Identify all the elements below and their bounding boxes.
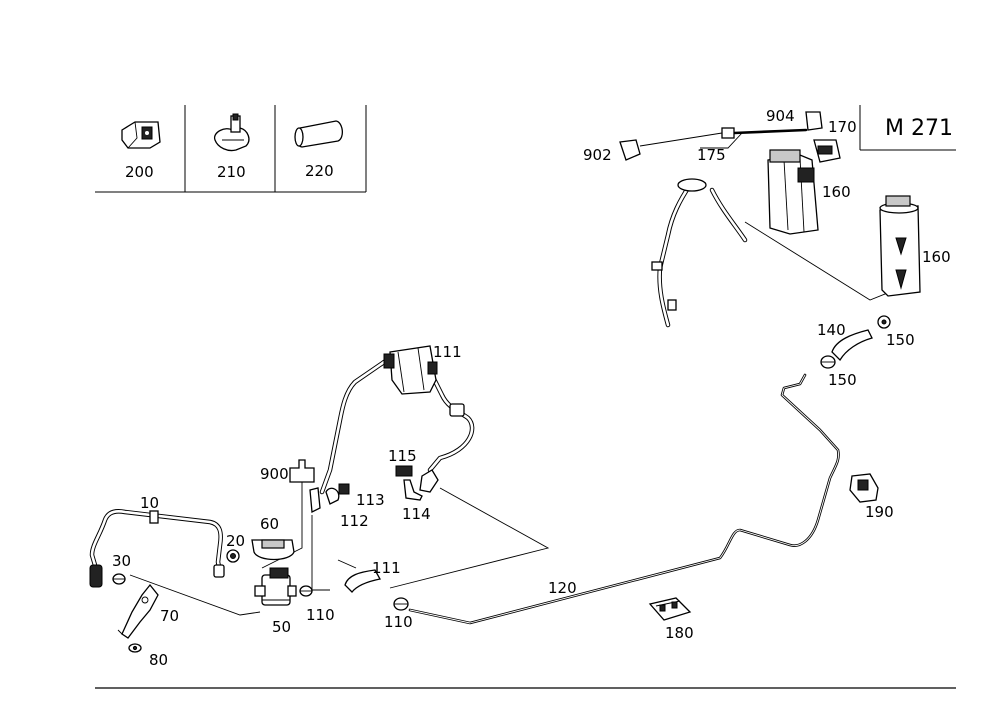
connector-900 xyxy=(289,459,315,483)
callout-904: 904 xyxy=(766,107,795,125)
hose-140 xyxy=(831,329,873,362)
callout-110-b: 110 xyxy=(384,613,413,631)
callout-110-a: 110 xyxy=(306,606,335,624)
part-30 xyxy=(112,573,126,585)
callout-50: 50 xyxy=(272,618,291,636)
callout-175: 175 xyxy=(697,146,726,164)
callout-902: 902 xyxy=(583,146,612,164)
callout-170: 170 xyxy=(828,118,857,136)
model-designation: M 271 xyxy=(885,116,953,141)
callout-120: 120 xyxy=(548,579,577,597)
bracket-70 xyxy=(117,583,159,639)
plug-902 xyxy=(619,139,641,161)
callout-114: 114 xyxy=(402,505,431,523)
label-210: 210 xyxy=(217,163,246,181)
callout-20: 20 xyxy=(226,532,245,550)
callout-180: 180 xyxy=(665,624,694,642)
legend-box: 200 210 220 xyxy=(95,105,367,193)
clamp-150-a xyxy=(877,315,891,329)
wiring-harness xyxy=(651,178,748,328)
part-20 xyxy=(226,549,240,563)
nut-80 xyxy=(128,643,142,653)
callout-140: 140 xyxy=(817,321,846,339)
carbon-canister-160 xyxy=(767,149,819,235)
clip-210-icon xyxy=(213,113,250,152)
wire-175 xyxy=(732,128,808,135)
model-box xyxy=(859,105,956,151)
callout-60: 60 xyxy=(260,515,279,533)
callout-111-b: 111 xyxy=(372,559,401,577)
callout-150-a: 150 xyxy=(886,331,915,349)
clamp-110 xyxy=(299,585,313,597)
fittings-112-115 xyxy=(309,465,439,514)
hose-111-lower xyxy=(344,569,382,593)
callout-900: 900 xyxy=(260,465,289,483)
callout-30: 30 xyxy=(112,552,131,570)
fuel-line-120 xyxy=(408,373,840,625)
canister-111 xyxy=(319,345,475,495)
label-220: 220 xyxy=(305,162,334,180)
callout-10: 10 xyxy=(140,494,159,512)
clip-200-icon xyxy=(121,121,161,149)
purge-tube-10 xyxy=(89,509,225,588)
callout-115: 115 xyxy=(388,447,417,465)
callout-150-b: 150 xyxy=(828,371,857,389)
callout-160-b: 160 xyxy=(922,248,951,266)
clamp-150-b xyxy=(820,355,836,369)
bracket-60 xyxy=(251,539,295,561)
clip-190 xyxy=(849,473,879,503)
callout-113: 113 xyxy=(356,491,385,509)
callout-80: 80 xyxy=(149,651,168,669)
valve-170 xyxy=(813,139,841,163)
callout-190: 190 xyxy=(865,503,894,521)
label-200: 200 xyxy=(125,163,154,181)
callout-70: 70 xyxy=(160,607,179,625)
purge-valve-50 xyxy=(254,567,297,606)
callout-labels: 10 20 30 50 60 70 80 110 110 111 111 112… xyxy=(112,107,951,669)
callout-112: 112 xyxy=(340,512,369,530)
callout-160-a: 160 xyxy=(822,183,851,201)
plug-904 xyxy=(805,111,823,131)
clip-180 xyxy=(648,597,692,621)
sleeve-220-icon xyxy=(294,120,343,148)
clamp-110-b xyxy=(393,597,409,611)
connector-175 xyxy=(721,127,735,139)
carbon-canister-160-b xyxy=(879,195,921,297)
callout-111-a: 111 xyxy=(433,343,462,361)
